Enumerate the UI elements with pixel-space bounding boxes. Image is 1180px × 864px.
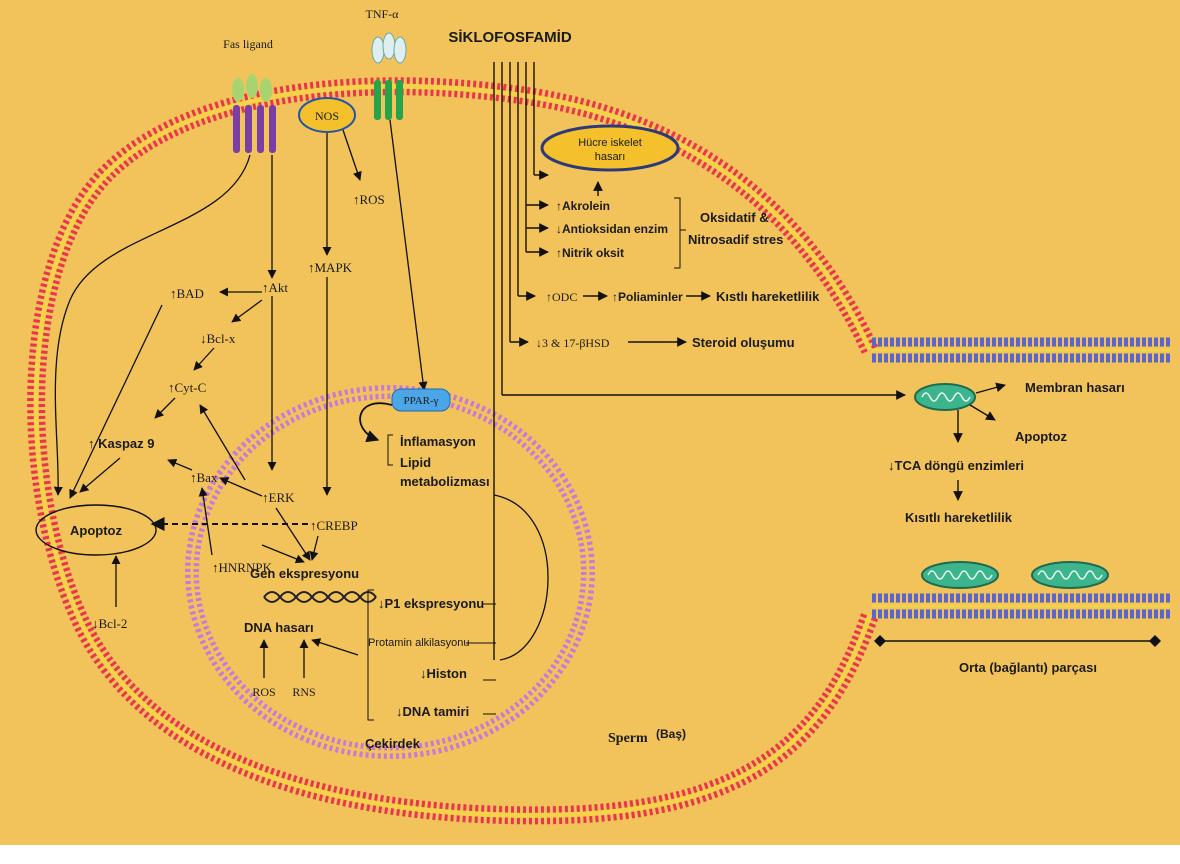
nos-ellipse [298,97,356,133]
kisitli-hareketlilik-label: Kıstlı hareketlilik [716,289,820,304]
tnf-ligand-icon [371,32,407,64]
oksidatif-label-1: Oksidatif & [700,210,769,225]
protamin-label: Protamin alkilasyonu [368,637,470,649]
lipid-label-1: Lipid [400,455,431,470]
siklofosfamid-label: SİKLOFOSFAMİD [448,29,572,46]
ppar-curl-arrow [359,402,393,443]
apoptoz-ellipse [35,504,157,556]
cekirdek-label: Çekirdek [365,736,421,751]
hnrnpk-label: ↑HNRNPK [212,560,273,575]
fas-receptor [233,105,276,153]
mitochondrion-icon [1031,561,1109,589]
dna-tamiri-label: ↓DNA tamiri [396,704,469,719]
inflamasyon-label: İnflamasyon [400,434,476,449]
bax-label: ↑Bax [190,470,218,485]
oxidative-bracket [674,197,686,269]
hucre-iskelet-label-1: Hücre iskelet [578,137,642,149]
cell-membrane [27,77,879,825]
bad-label: ↑BAD [170,286,204,301]
tail-membrane-top [872,337,1170,363]
nucleus-membrane [185,385,595,759]
mitochondrion-icon [921,561,999,589]
apoptoz-label: Apoptoz [70,523,122,538]
mito-arrows [953,382,1006,501]
membran-hasari-label: Membran hasarı [1025,380,1125,395]
bas-label: (Baş) [656,727,686,741]
sperm-label: Sperm [608,731,648,746]
fas-ligand-label: Fas ligand [223,37,273,51]
nucleus-curve [493,494,549,661]
dna-hasari-label: DNA hasarı [244,620,314,635]
steroid-label: Steroid oluşumu [692,335,795,350]
antioksidan-label: ↓Antioksidan enzim [556,222,668,236]
tca-label: ↓TCA döngü enzimleri [888,458,1024,473]
orta-baglanti-label: Orta (bağlantı) parçası [959,660,1097,675]
bclx-label: ↓Bcl-x [200,331,236,346]
p1-label: ↓P1 ekspresyonu [378,596,484,611]
mito-apoptoz-label: Apoptoz [1015,429,1067,444]
right-arrows [502,170,906,400]
mito-kisitli-label: Kısıtlı hareketlilik [905,510,1013,525]
odc-label: ↑ODC [546,290,577,304]
ros-up-label: ↑ROS [353,192,385,207]
hucre-iskelet-label-2: hasarı [595,151,626,163]
lipid-label-2: metabolizması [400,474,490,489]
nucleus-ticks [466,603,496,715]
hsd-label: ↓3 & 17-βHSD [536,336,610,350]
gen-ekspresyonu-label: Gen ekspresyonu [250,566,359,581]
kaspaz-label: ↑ Kaspaz 9 [88,436,154,451]
tnf-label: TNF-α [366,7,400,21]
bcl2-label: ↓Bcl-2 [92,616,127,631]
tnf-receptor [374,80,403,120]
nucleus-bracket [367,589,374,721]
erk-label: ↑ERK [262,490,295,505]
cytc-label: ↑Cyt-C [168,380,206,395]
nos-label: NOS [315,109,339,123]
mitochondrion-icon [914,383,976,411]
siklofosfamid-lines [493,62,535,660]
akrolein-label: ↑Akrolein [556,199,610,213]
akt-label: ↑Akt [262,280,288,295]
crebp-label: ↑CREBP [310,518,358,533]
hucre-iskelet-ellipse [540,124,680,172]
fas-ligand-icon [232,74,272,102]
rns-label: RNS [292,685,315,699]
dna-helix-icon [263,591,377,603]
tail-membrane-bottom [872,593,1170,619]
oksidatif-label-2: Nitrosadif stres [688,232,783,247]
ppar-box [391,388,451,412]
inflamasyon-bracket [387,434,393,466]
left-arrows [53,119,428,678]
ros-label: ROS [252,685,275,699]
histon-label: ↓Histon [420,666,467,681]
ppar-label: PPAR-γ [403,395,438,407]
nitrik-label: ↑Nitrik oksit [556,246,624,260]
mapk-label: ↑MAPK [308,260,353,275]
poliaminler-label: ↑Poliaminler [612,290,683,304]
